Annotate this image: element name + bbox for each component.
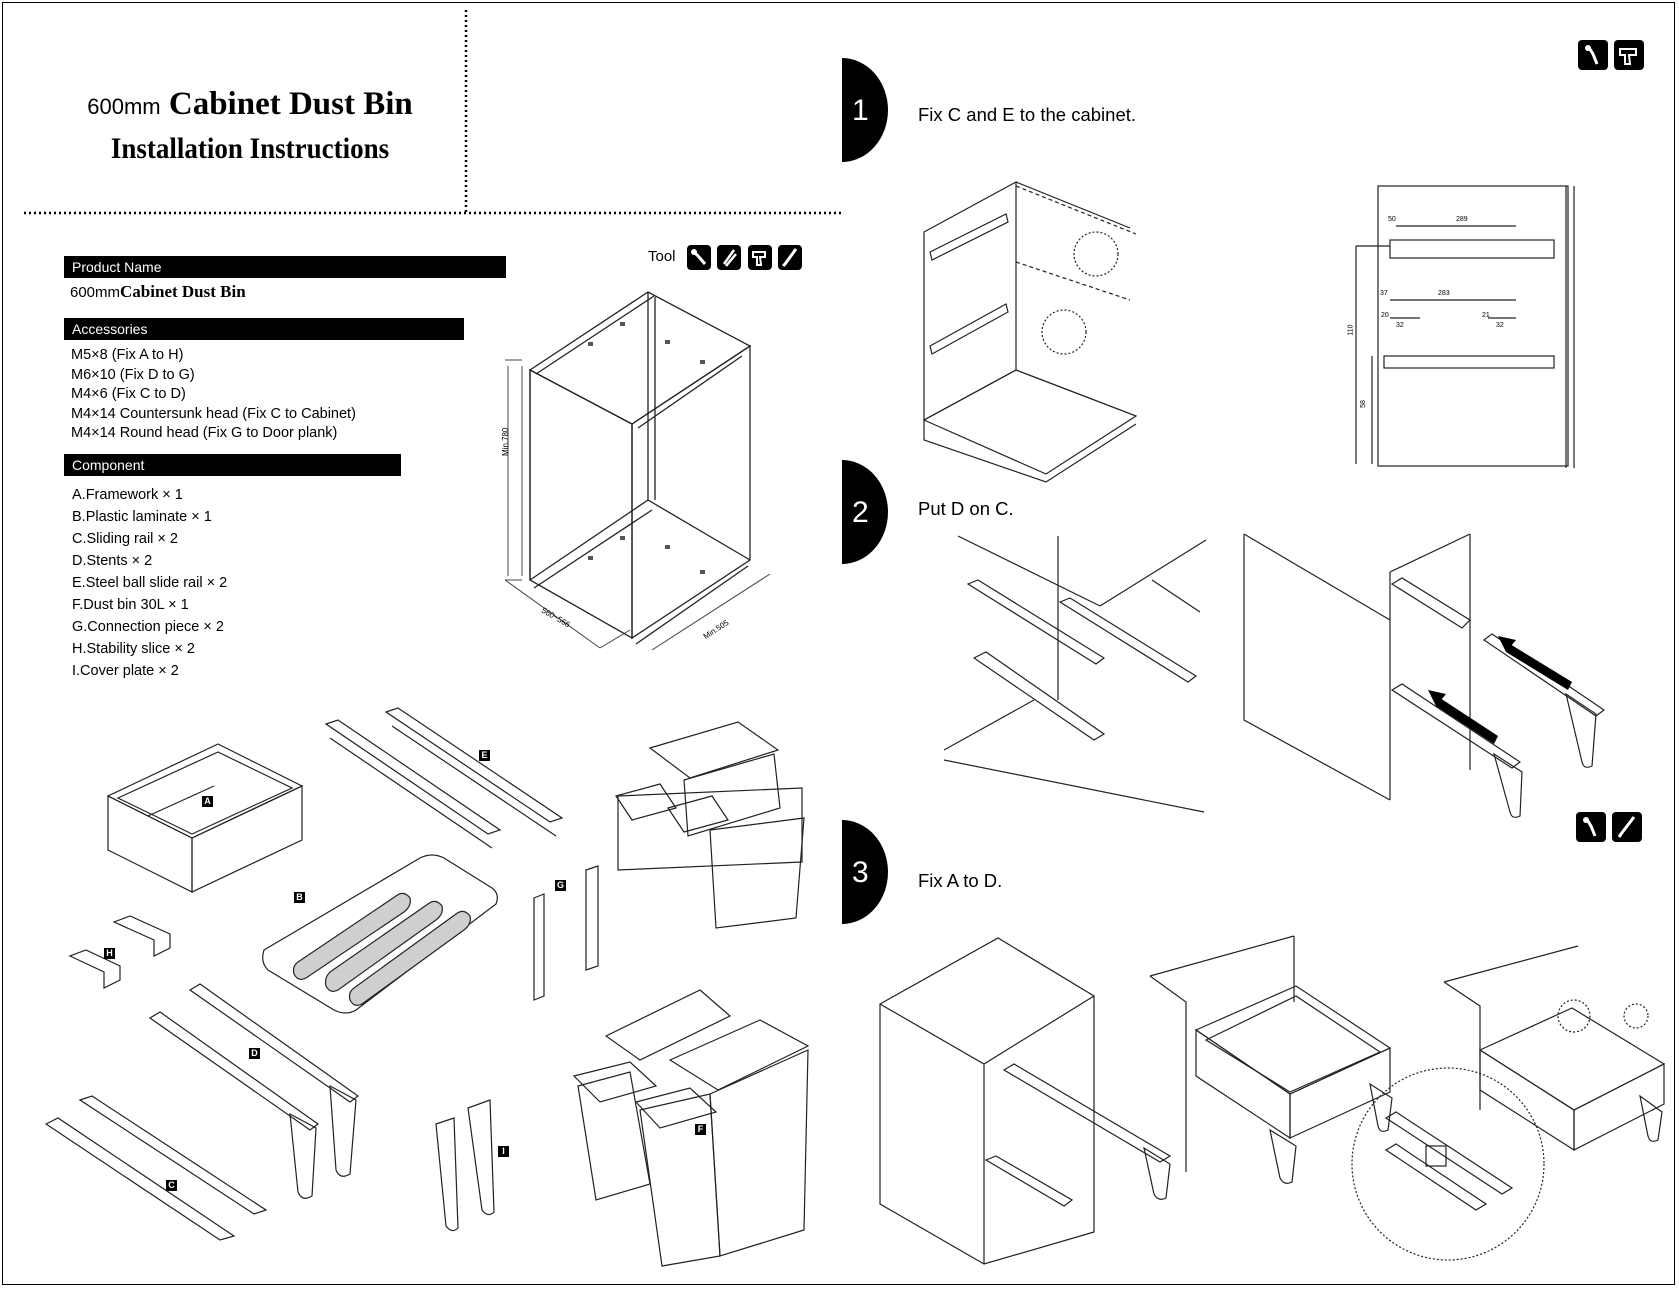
step2-number: 2: [852, 496, 869, 529]
part-label-d: D: [249, 1048, 260, 1059]
accessory-item: M5×8 (Fix A to H): [71, 347, 184, 363]
part-label-c: C: [166, 1180, 177, 1191]
product-name-heading: Product Name: [64, 256, 506, 278]
step1-instruction: Fix C and E to the cabinet.: [918, 104, 1137, 125]
dim-label: 32: [1496, 322, 1504, 329]
component-item: A.Framework × 1: [72, 487, 183, 503]
accessories-heading: Accessories: [64, 318, 464, 340]
component-item: D.Stents × 2: [72, 553, 153, 569]
component-heading: Component: [64, 454, 401, 476]
drill-icon: [748, 245, 772, 270]
product-name: 600mmCabinet Dust Bin: [70, 282, 246, 301]
step3-badge: [842, 820, 888, 924]
accessory-item: M6×10 (Fix D to G): [71, 366, 195, 383]
dim-label: 289: [1456, 216, 1468, 223]
dim-label: 21: [1482, 312, 1490, 319]
component-item: F.Dust bin 30L × 1: [72, 597, 189, 613]
part-label-a: A: [202, 796, 213, 807]
step2-badge: [842, 460, 888, 564]
tool-label: Tool: [648, 248, 676, 265]
dim-label: 32: [1396, 322, 1404, 329]
screwdriver-icon: [1576, 812, 1606, 842]
part-label-b: B: [294, 892, 305, 903]
component-item: C.Sliding rail × 2: [72, 531, 178, 547]
component-item: H.Stability slice × 2: [72, 641, 195, 657]
screwdriver-icon: [1578, 40, 1608, 70]
accessory-item: M4×14 Round head (Fix G to Door plank): [71, 425, 338, 442]
part-label-h: H: [104, 948, 115, 959]
document-subtitle: Installation Instructions: [110, 132, 390, 165]
step1-number: 1: [852, 94, 869, 127]
accessories-list: M5×8 (Fix A to H) M6×10 (Fix D to G) M4×…: [71, 346, 356, 444]
screwdriver-icon: [687, 245, 711, 270]
dim-label: 37: [1380, 290, 1388, 297]
part-label-g: G: [555, 880, 566, 891]
component-list: A.Framework × 1 B.Plastic laminate × 1 C…: [72, 484, 227, 682]
component-item: G.Connection piece × 2: [72, 619, 224, 635]
pencil-icon: [778, 245, 802, 270]
step2-instruction: Put D on C.: [918, 498, 1014, 519]
drill-icon: [1614, 40, 1644, 70]
dim-label: 50: [1388, 216, 1396, 223]
accessory-item: M4×14 Countersunk head (Fix C to Cabinet…: [71, 405, 356, 422]
accessory-item: M4×6 (Fix C to D): [71, 386, 186, 403]
part-label-i: I: [498, 1146, 509, 1157]
part-label-e: E: [479, 750, 490, 761]
step3-instruction: Fix A to D.: [918, 870, 1003, 891]
dim-label: 20: [1381, 312, 1389, 319]
component-item: B.Plastic laminate × 1: [72, 509, 212, 525]
component-item: I.Cover plate × 2: [72, 663, 179, 679]
step1-badge: [842, 58, 888, 162]
component-item: E.Steel ball slide rail × 2: [72, 575, 228, 591]
document-title: 600mm Cabinet Dust Bin: [87, 86, 413, 122]
dim-label: 283: [1438, 290, 1450, 297]
part-label-f: F: [695, 1124, 706, 1135]
step3-number: 3: [852, 856, 869, 889]
pencil-icon: [1612, 812, 1642, 842]
pliers-icon: [717, 245, 741, 270]
